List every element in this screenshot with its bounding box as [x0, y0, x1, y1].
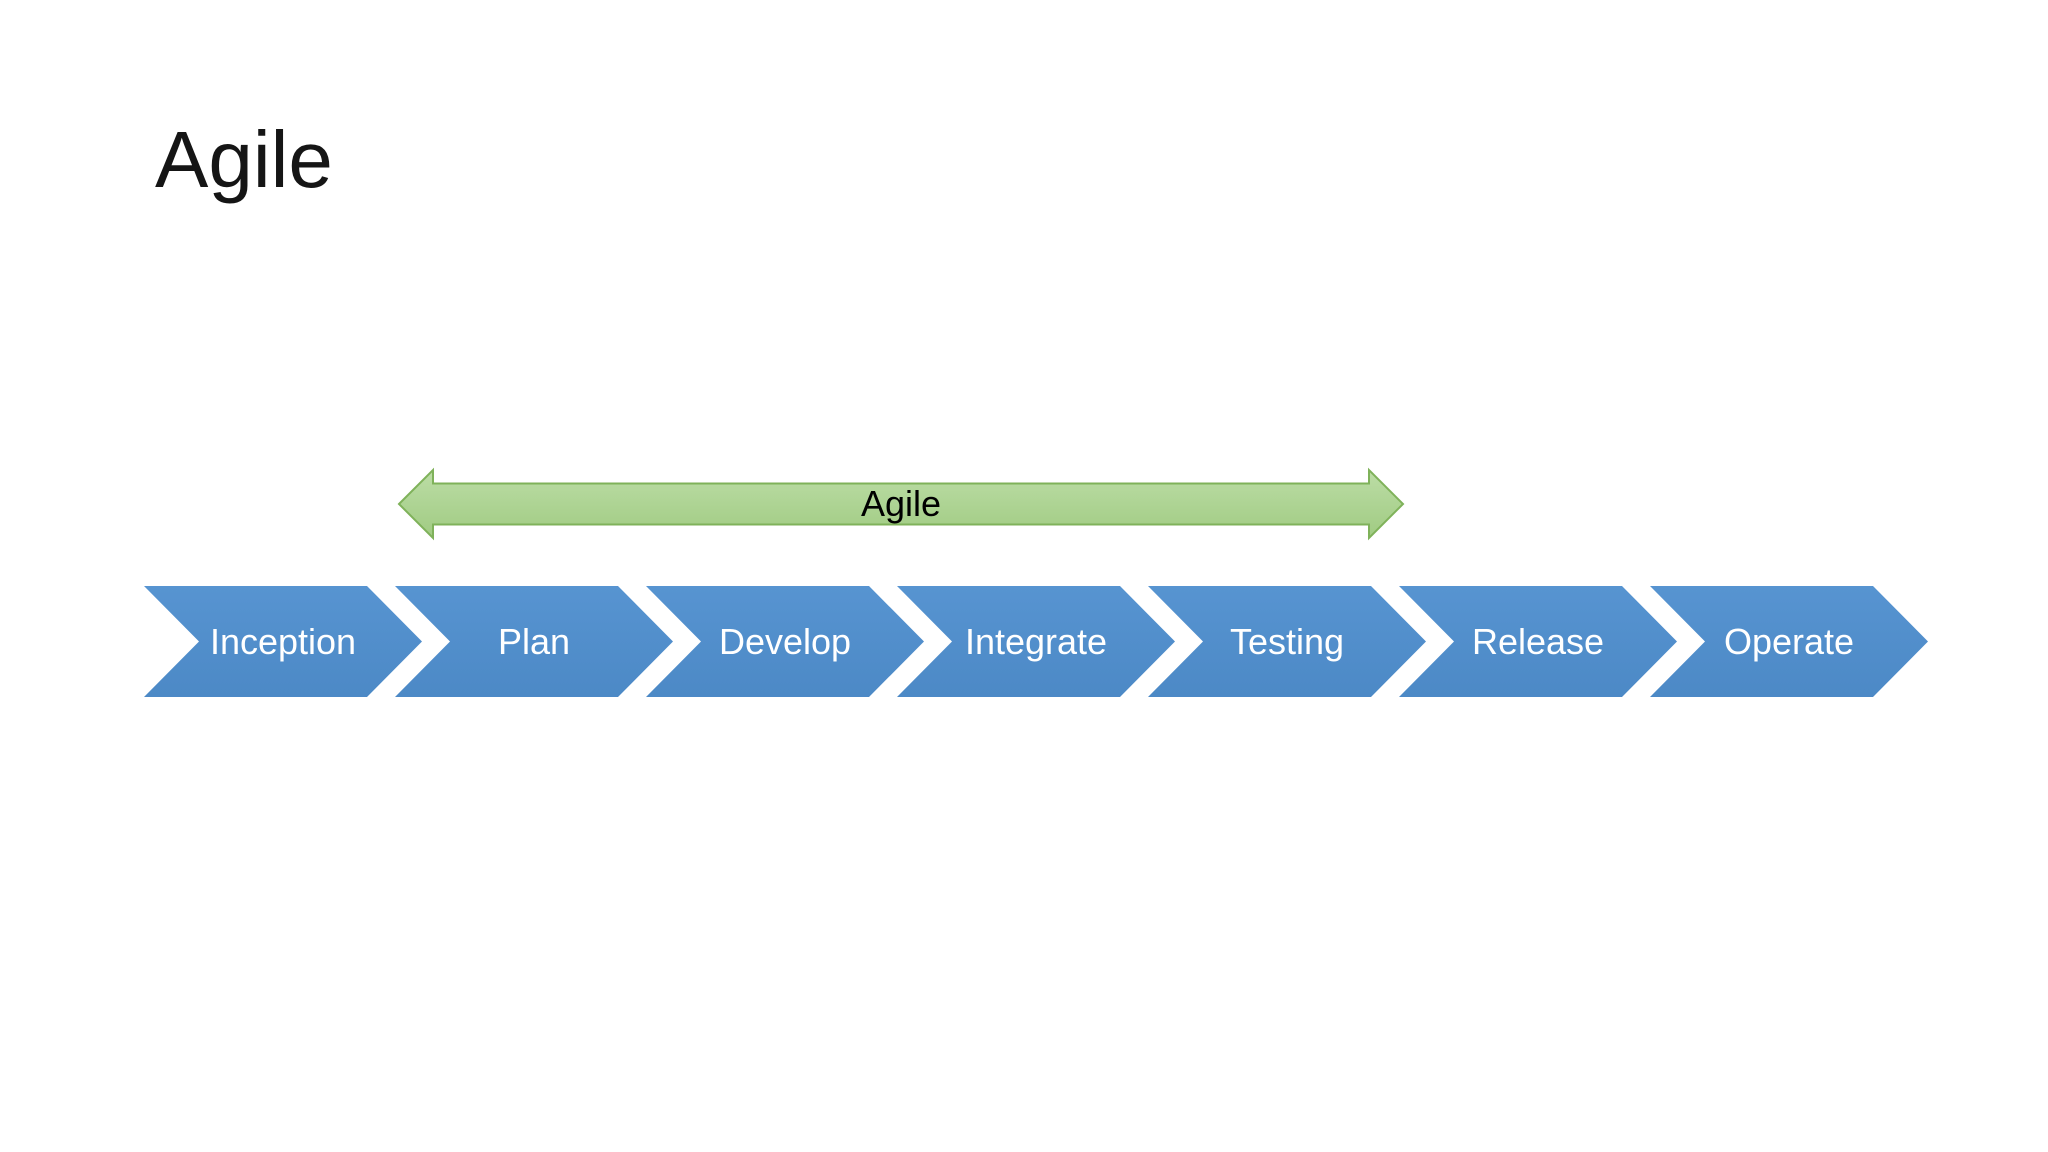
chevron-stage-label: Integrate [964, 620, 1108, 662]
chevron-stage-operate: Operate [1650, 586, 1928, 697]
chevron-stage-testing: Testing [1148, 586, 1426, 697]
chevron-stage-integrate: Integrate [897, 586, 1175, 697]
chevron-stage-inception: Inception [144, 586, 422, 697]
chevron-stage-label: Develop [718, 620, 852, 662]
agile-arrow-label: Agile [860, 483, 942, 524]
chevron-stage-plan: Plan [395, 586, 673, 697]
double-arrow-shape [397, 467, 1405, 541]
chevron-stage-label: Inception [209, 620, 357, 662]
chevron-stage-label: Testing [1229, 620, 1345, 662]
chevron-stage-label: Plan [497, 620, 571, 662]
slide-title: Agile [155, 115, 333, 204]
chevron-stage-develop: Develop [646, 586, 924, 697]
chevron-stage-label: Release [1471, 620, 1605, 662]
agile-span-arrow: Agile [397, 467, 1405, 541]
chevron-stage-label: Operate [1723, 620, 1855, 662]
chevron-stage-release: Release [1399, 586, 1677, 697]
process-chevrons: Inception Plan Develop Integrate Testing Rele… [144, 586, 1928, 697]
